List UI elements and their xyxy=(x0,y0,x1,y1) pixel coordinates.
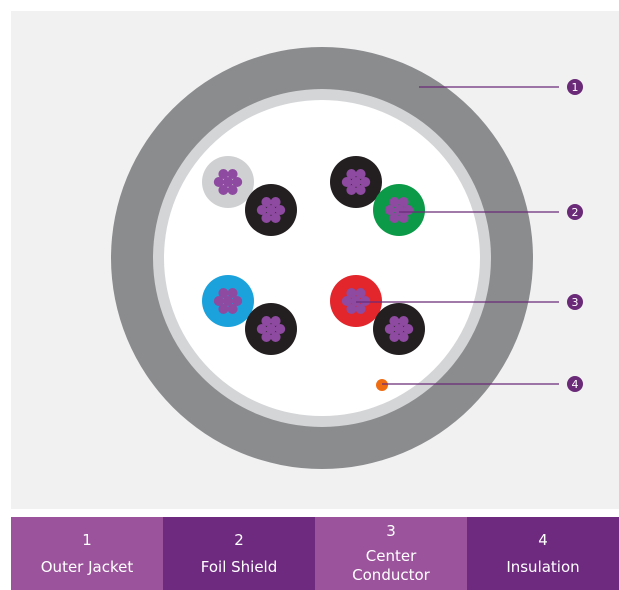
copper-strand xyxy=(270,213,281,224)
legend-number: 1 xyxy=(82,530,92,549)
copper-strand xyxy=(232,177,243,187)
copper-strand xyxy=(270,332,281,343)
copper-strand xyxy=(389,196,400,207)
copper-strand xyxy=(398,315,409,326)
copper-strand xyxy=(218,185,229,196)
copper-strand xyxy=(403,324,414,334)
legend-label: Center Conductor xyxy=(352,547,430,584)
copper-strand xyxy=(346,287,357,298)
copper-strand xyxy=(275,324,286,334)
conductors-group xyxy=(202,156,425,355)
conductor-black xyxy=(373,303,425,355)
conductor-green xyxy=(373,184,425,236)
copper-strand xyxy=(346,185,357,196)
copper-strand xyxy=(398,332,409,343)
copper-strand xyxy=(227,185,238,196)
conductor-black xyxy=(245,303,297,355)
callout-number: 1 xyxy=(572,81,579,94)
drain-wire-dot xyxy=(376,379,388,391)
copper-strand xyxy=(256,205,267,215)
conductor-black xyxy=(245,184,297,236)
callout-badge xyxy=(567,79,583,95)
copper-strand xyxy=(256,324,267,334)
cable-cross-section-panel: 1 2 3 4 xyxy=(11,11,619,509)
cable-interior xyxy=(164,100,480,416)
copper-strand xyxy=(275,205,286,215)
copper-strand xyxy=(270,315,281,326)
copper-strand xyxy=(218,287,229,298)
copper-strand xyxy=(266,324,276,334)
copper-strand xyxy=(355,168,366,179)
legend-number: 2 xyxy=(234,530,244,549)
legend-bar: 1 Outer Jacket 2 Foil Shield 3 Center Co… xyxy=(11,517,619,590)
copper-strand xyxy=(355,185,366,196)
legend-label: Foil Shield xyxy=(200,557,278,576)
copper-strand xyxy=(346,304,357,315)
legend-item-foil-shield: 2 Foil Shield xyxy=(163,517,315,590)
copper-strand xyxy=(384,324,395,334)
copper-strand xyxy=(261,196,272,207)
copper-strand xyxy=(227,287,238,298)
cable-cross-section-diagram: 1 2 3 4 xyxy=(111,47,583,469)
copper-strand xyxy=(227,168,238,179)
copper-strand xyxy=(261,315,272,326)
callout-number: 2 xyxy=(572,206,579,219)
copper-strand xyxy=(384,205,395,215)
copper-strand xyxy=(351,296,361,306)
copper-strand xyxy=(389,332,400,343)
copper-strand xyxy=(266,205,276,215)
copper-strand xyxy=(223,296,233,306)
conductor-blue xyxy=(202,275,254,327)
copper-strand xyxy=(213,177,224,187)
copper-strand xyxy=(389,213,400,224)
callout-badge xyxy=(567,294,583,310)
legend-number: 4 xyxy=(538,530,548,549)
copper-strand xyxy=(389,315,400,326)
copper-strand xyxy=(360,177,371,187)
copper-strand xyxy=(223,177,233,187)
conductor-black xyxy=(330,156,382,208)
conductor-red xyxy=(330,275,382,327)
copper-strand xyxy=(218,304,229,315)
copper-strand xyxy=(346,168,357,179)
copper-strand xyxy=(232,296,243,306)
legend-item-outer-jacket: 1 Outer Jacket xyxy=(11,517,163,590)
copper-strand xyxy=(261,332,272,343)
conductor-gray xyxy=(202,156,254,208)
callout-number: 3 xyxy=(572,296,579,309)
callout-badge xyxy=(567,376,583,392)
copper-strand xyxy=(355,287,366,298)
copper-strand xyxy=(218,168,229,179)
copper-strand xyxy=(270,196,281,207)
copper-strand xyxy=(213,296,224,306)
callouts-group: 1 2 3 4 xyxy=(356,79,583,392)
legend-item-center-conductor: 3 Center Conductor xyxy=(315,517,467,590)
copper-strand xyxy=(360,296,371,306)
legend-label: Outer Jacket xyxy=(40,557,134,576)
copper-strand xyxy=(394,324,404,334)
copper-strand xyxy=(398,196,409,207)
copper-strand xyxy=(261,213,272,224)
legend-item-insulation: 4 Insulation xyxy=(467,517,619,590)
copper-strand xyxy=(341,296,352,306)
legend-number: 3 xyxy=(386,522,396,541)
legend-label: Insulation xyxy=(506,557,580,576)
callout-number: 4 xyxy=(572,378,579,391)
copper-strand xyxy=(398,213,409,224)
callout-badge xyxy=(567,204,583,220)
copper-strand xyxy=(341,177,352,187)
copper-strand xyxy=(351,177,361,187)
copper-strand xyxy=(355,304,366,315)
copper-strand xyxy=(227,304,238,315)
